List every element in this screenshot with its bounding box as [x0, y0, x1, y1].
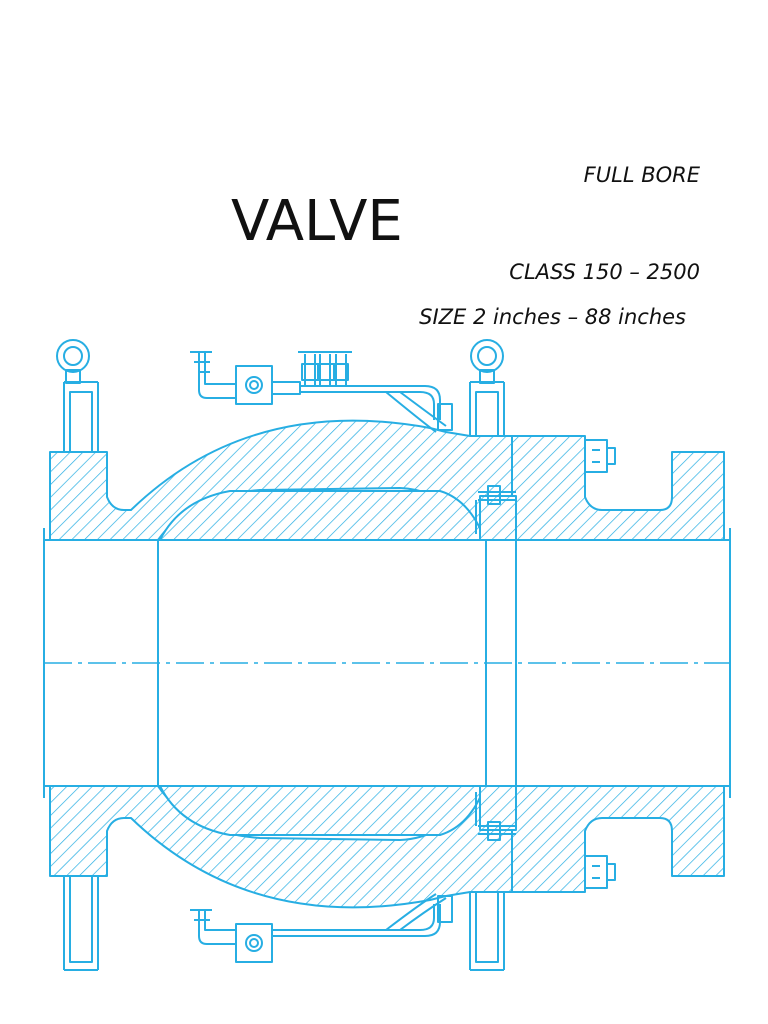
support-post-left-bottom	[63, 876, 99, 971]
seat-ring-bottom	[479, 785, 517, 831]
lifting-eye-right-top	[470, 339, 504, 373]
right-body-bottom	[511, 785, 725, 893]
size-range-label: SIZE 2 inches – 88 inches	[419, 305, 686, 329]
ball-bottom	[159, 785, 486, 836]
flange-bolt-top	[584, 439, 608, 473]
page-title: VALVE	[231, 189, 403, 254]
support-post-right-bottom	[469, 892, 505, 971]
pressure-class-label: CLASS 150 – 2500	[509, 260, 700, 284]
bore-type-label: FULL BORE	[583, 163, 700, 187]
vent-block-top	[235, 365, 273, 405]
flange-bolt-bottom	[584, 855, 608, 889]
lifting-eye-left-top	[56, 339, 90, 373]
right-body-top	[511, 435, 725, 541]
seat-ring-top	[479, 495, 517, 541]
ball-top	[159, 490, 486, 541]
drain-block-bottom	[235, 923, 273, 963]
